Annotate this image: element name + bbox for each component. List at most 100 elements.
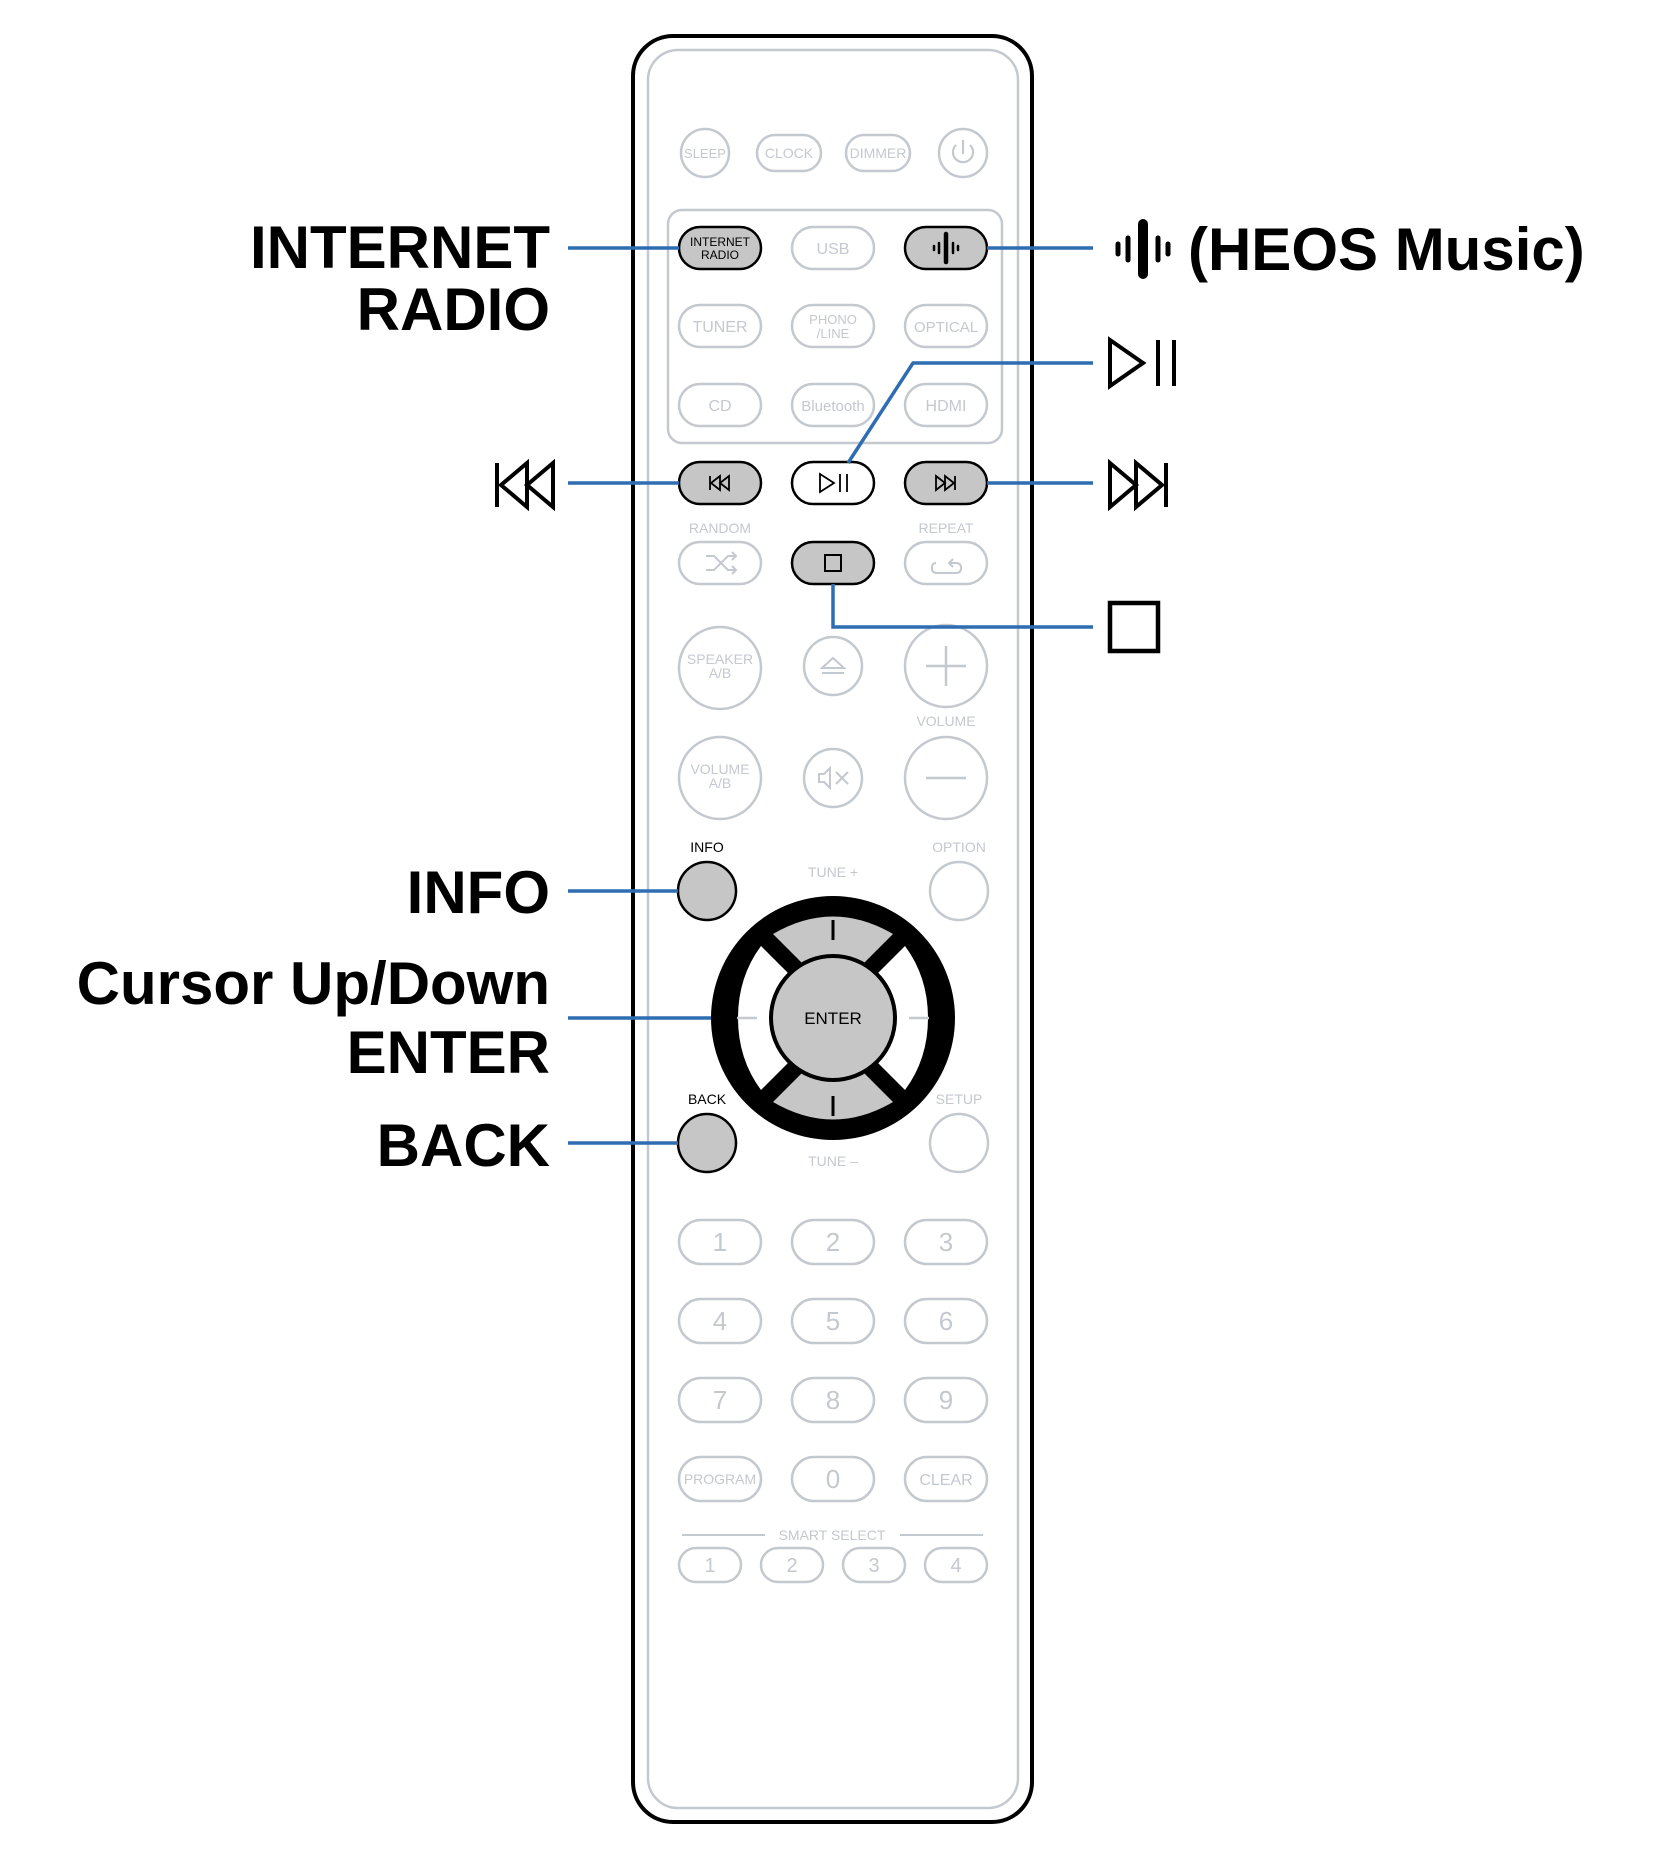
callout-play-pause-icon [1108, 336, 1176, 390]
svg-text:PROGRAM: PROGRAM [684, 1471, 756, 1487]
internet-radio-button[interactable]: INTERNET RADIO [677, 225, 763, 271]
speaker-ab-button[interactable]: SPEAKER A/B [677, 625, 763, 711]
svg-text:1: 1 [704, 1555, 715, 1577]
back-button[interactable] [676, 1112, 738, 1174]
svg-text:HDMI: HDMI [926, 398, 967, 415]
svg-text:3: 3 [868, 1555, 879, 1577]
svg-text:3: 3 [939, 1227, 953, 1257]
cursor-right-button[interactable] [875, 946, 929, 1090]
number-button-6[interactable]: 6 [903, 1297, 989, 1345]
number-button-0[interactable]: 0 [790, 1455, 876, 1503]
callout-back: BACK [377, 1112, 550, 1179]
remote-inner-outline [646, 48, 1020, 1810]
power-icon [951, 140, 975, 164]
tuner-button[interactable]: TUNER [677, 303, 763, 349]
cursor-down-button[interactable] [773, 1069, 893, 1120]
smart-select-label: SMART SELECT [779, 1527, 886, 1543]
option-button[interactable] [928, 860, 990, 922]
tune-minus-label: TUNE – [808, 1153, 858, 1169]
next-button[interactable] [903, 460, 989, 506]
svg-text:CLEAR: CLEAR [919, 1472, 972, 1489]
cursor-left-button[interactable] [737, 946, 791, 1090]
phono-line-button[interactable]: PHONO /LINE [790, 303, 876, 349]
volume-ab-button[interactable]: VOLUME A/B [677, 735, 763, 821]
play-pause-button[interactable] [790, 460, 876, 506]
svg-text:8: 8 [826, 1385, 840, 1415]
svg-text:VOLUME: VOLUME [690, 761, 749, 777]
volume-down-button[interactable] [903, 735, 989, 821]
svg-text:TUNER: TUNER [692, 319, 747, 336]
number-button-9[interactable]: 9 [903, 1376, 989, 1424]
svg-text:Bluetooth: Bluetooth [801, 398, 864, 415]
stop-button[interactable] [790, 540, 876, 586]
number-button-7[interactable]: 7 [677, 1376, 763, 1424]
number-button-5[interactable]: 5 [790, 1297, 876, 1345]
svg-text:0: 0 [826, 1464, 840, 1494]
callout-stop-icon [1107, 600, 1161, 654]
svg-text:CD: CD [708, 398, 731, 415]
optical-button[interactable]: OPTICAL [903, 303, 989, 349]
hdmi-button[interactable]: HDMI [903, 382, 989, 428]
svg-text:4: 4 [713, 1306, 727, 1336]
svg-text:PHONO: PHONO [809, 312, 857, 327]
svg-text:RADIO: RADIO [701, 248, 739, 262]
svg-text:SLEEP: SLEEP [684, 146, 726, 161]
smart-select-button-4[interactable]: 4 [923, 1546, 989, 1584]
cd-button[interactable]: CD [677, 382, 763, 428]
power-button[interactable] [937, 127, 989, 179]
leader-play-pause [846, 361, 1093, 464]
svg-text:4: 4 [950, 1555, 961, 1577]
svg-text:A/B: A/B [709, 775, 732, 791]
program-button[interactable]: PROGRAM [677, 1455, 763, 1503]
info-button[interactable] [676, 860, 738, 922]
setup-button[interactable] [928, 1112, 990, 1174]
previous-button[interactable] [677, 460, 763, 506]
bluetooth-button[interactable]: Bluetooth [790, 382, 876, 428]
svg-text:7: 7 [713, 1385, 727, 1415]
heos-button[interactable] [903, 225, 989, 271]
callout-internet-radio-line1: INTERNET [250, 214, 550, 281]
clock-button[interactable]: CLOCK [755, 133, 823, 173]
svg-text:5: 5 [826, 1306, 840, 1336]
callout-skip-back-icon [495, 458, 555, 512]
repeat-button[interactable] [903, 540, 989, 586]
source-group-frame [666, 208, 1004, 445]
callout-heos: (HEOS Music) [1188, 216, 1585, 283]
callout-heos-icon [1115, 219, 1171, 279]
volume-label: VOLUME [916, 713, 975, 729]
number-button-4[interactable]: 4 [677, 1297, 763, 1345]
sleep-button[interactable]: SLEEP [679, 127, 731, 179]
cursor-up-button[interactable] [773, 916, 893, 968]
smart-select-button-3[interactable]: 3 [841, 1546, 907, 1584]
number-button-1[interactable]: 1 [677, 1218, 763, 1266]
svg-text:A/B: A/B [709, 665, 732, 681]
svg-text:9: 9 [939, 1385, 953, 1415]
svg-text:SPEAKER: SPEAKER [687, 651, 753, 667]
repeat-label: REPEAT [919, 520, 974, 536]
mute-icon [818, 765, 849, 791]
number-button-8[interactable]: 8 [790, 1376, 876, 1424]
volume-up-button[interactable] [903, 623, 989, 709]
setup-label: SETUP [936, 1091, 983, 1107]
number-button-3[interactable]: 3 [903, 1218, 989, 1266]
callout-info: INFO [407, 859, 550, 926]
eject-button[interactable] [802, 635, 864, 697]
callout-cursor-line2: ENTER [347, 1019, 550, 1086]
svg-text:CLOCK: CLOCK [765, 145, 814, 161]
mute-button[interactable] [802, 747, 864, 809]
random-button[interactable] [677, 540, 763, 586]
smart-select-button-1[interactable]: 1 [677, 1546, 743, 1584]
back-label: BACK [688, 1091, 727, 1107]
svg-text:2: 2 [826, 1227, 840, 1257]
clear-button[interactable]: CLEAR [903, 1455, 989, 1503]
callout-internet-radio-line2: RADIO [357, 276, 550, 343]
number-button-2[interactable]: 2 [790, 1218, 876, 1266]
smart-select-button-2[interactable]: 2 [759, 1546, 825, 1584]
dimmer-button[interactable]: DIMMER [844, 133, 912, 173]
enter-button[interactable]: ENTER [769, 954, 897, 1082]
shuffle-icon [706, 551, 738, 575]
info-label: INFO [690, 839, 724, 855]
usb-button[interactable]: USB [790, 225, 876, 271]
svg-text:INTERNET: INTERNET [690, 235, 751, 249]
